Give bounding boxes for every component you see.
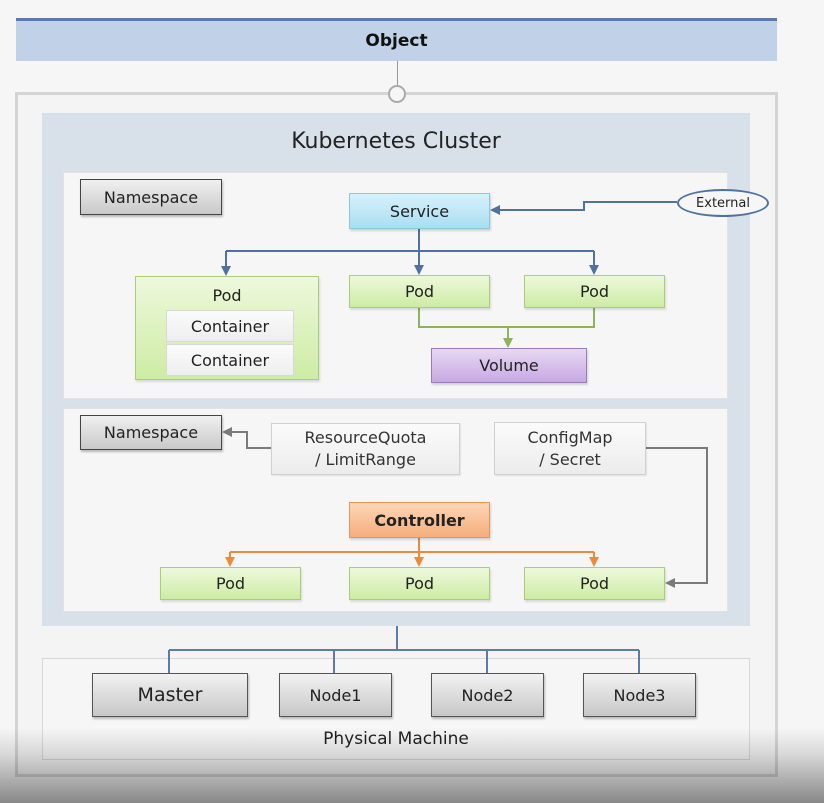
pod-label: Pod (579, 282, 610, 301)
object-header: Object (16, 18, 777, 61)
pod-label: Pod (579, 574, 610, 593)
worker-node-1[interactable]: Node1 (279, 673, 392, 717)
configmap-box[interactable]: ConfigMap / Secret (494, 422, 646, 475)
master-node[interactable]: Master (92, 673, 248, 717)
controller-label: Controller (374, 510, 465, 530)
external-label: External (696, 195, 750, 211)
volume-box[interactable]: Volume (431, 348, 587, 383)
worker-node-3[interactable]: Node3 (583, 673, 696, 717)
object-title: Object (365, 31, 428, 51)
configmap-label: ConfigMap (527, 427, 613, 447)
resource-quota-box[interactable]: ResourceQuota / LimitRange (271, 423, 460, 475)
pod-with-containers[interactable]: Pod Container Container (135, 276, 319, 380)
worker-node-2[interactable]: Node2 (431, 673, 544, 717)
connector-ring-icon (388, 85, 406, 103)
limit-range-label: / LimitRange (315, 450, 416, 469)
pod-box[interactable]: Pod (524, 567, 665, 600)
pod-label: Pod (404, 282, 435, 301)
node-label: Node3 (613, 685, 666, 705)
external-ellipse[interactable]: External (677, 189, 769, 217)
namespace-label-1[interactable]: Namespace (80, 179, 222, 215)
node-label: Node2 (461, 685, 514, 705)
secret-label: / Secret (539, 449, 601, 469)
cluster-title: Kubernetes Cluster (291, 128, 501, 154)
physical-machine-label: Physical Machine (323, 729, 469, 749)
service-label: Service (389, 201, 450, 221)
volume-label: Volume (479, 356, 539, 375)
namespace-label-2[interactable]: Namespace (80, 415, 222, 450)
pod-label: Pod (215, 574, 246, 593)
master-label: Master (137, 684, 203, 706)
namespace-label-text: Namespace (103, 423, 199, 442)
container-box[interactable]: Container (166, 310, 294, 342)
node-label: Node1 (309, 685, 362, 705)
namespace-label-text: Namespace (103, 187, 199, 207)
container-label: Container (190, 316, 270, 336)
pod-box[interactable]: Pod (349, 567, 490, 600)
pod-box[interactable]: Pod (349, 275, 490, 308)
object-connector-line (397, 61, 398, 87)
service-box[interactable]: Service (349, 193, 490, 229)
controller-box[interactable]: Controller (349, 502, 490, 538)
container-box[interactable]: Container (166, 344, 294, 376)
container-label: Container (190, 350, 270, 370)
resource-quota-label: ResourceQuota (304, 428, 427, 447)
pod-box[interactable]: Pod (160, 567, 301, 600)
pod-box[interactable]: Pod (524, 275, 665, 308)
pod-label: Pod (212, 285, 242, 305)
pod-label: Pod (404, 574, 435, 593)
